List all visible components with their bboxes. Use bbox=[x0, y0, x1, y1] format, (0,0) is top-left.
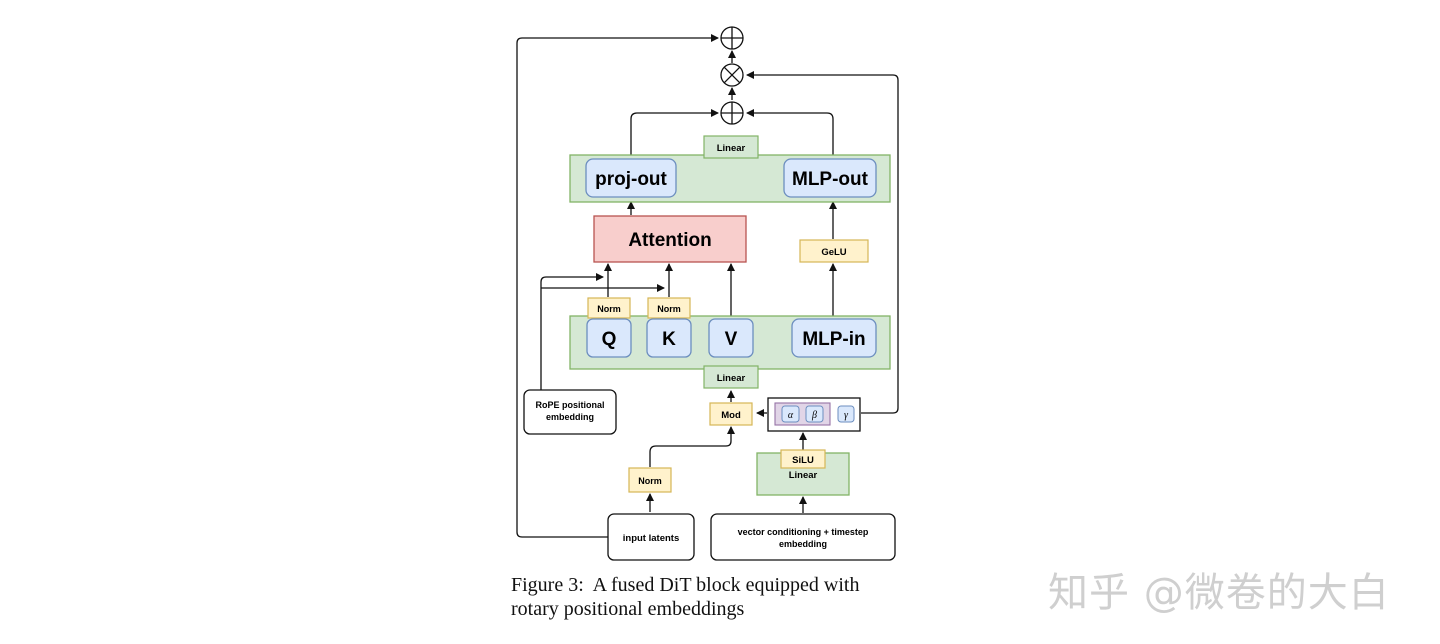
v-label: V bbox=[725, 329, 738, 350]
mlp-out-label: MLP-out bbox=[792, 169, 869, 190]
rope-to-q-arrow bbox=[540, 273, 604, 390]
proj-out-to-add-arrow bbox=[630, 109, 719, 158]
q-box bbox=[586, 318, 632, 358]
attention-label: Attention bbox=[628, 230, 711, 251]
multiply-operator bbox=[720, 63, 744, 87]
connector-lines bbox=[516, 34, 899, 538]
proj-out-label: proj-out bbox=[595, 169, 667, 190]
conditioning-label-line2: embedding bbox=[779, 539, 827, 549]
add-operator-middle bbox=[720, 101, 744, 125]
caption-line-1: Figure 3: A fused DiT block equipped wit… bbox=[511, 574, 860, 596]
norm-input-box bbox=[628, 467, 672, 493]
input-latents-label: input latents bbox=[623, 533, 679, 544]
add-operator-top bbox=[720, 26, 744, 50]
residual-connection-arrow bbox=[516, 34, 719, 538]
mlp-in-box bbox=[791, 318, 877, 358]
gamma-label: γ bbox=[844, 410, 849, 421]
silu-box bbox=[780, 449, 826, 469]
beta-label: β bbox=[811, 410, 817, 421]
norm-to-mod-arrow bbox=[649, 426, 735, 467]
alpha-box bbox=[781, 405, 800, 423]
figure-caption: Figure 3: A fused DiT block equipped wit… bbox=[511, 573, 931, 621]
watermark: 知乎 @微卷的大白 bbox=[1048, 570, 1390, 616]
gelu-box bbox=[799, 239, 869, 263]
mlp-out-box bbox=[783, 158, 877, 198]
k-label: K bbox=[662, 329, 676, 350]
beta-box bbox=[805, 405, 824, 423]
rope-label-line2: embedding bbox=[546, 412, 594, 422]
norm-k-label: Norm bbox=[657, 304, 681, 314]
norm-q-label: Norm bbox=[597, 304, 621, 314]
rope-label-line1: RoPE positional bbox=[535, 400, 604, 410]
conditioning-box bbox=[710, 513, 896, 561]
caption-line-2: rotary positional embeddings bbox=[511, 598, 745, 620]
conditioning-label-line1: vector conditioning + timestep bbox=[738, 527, 869, 537]
linear-top-label: Linear bbox=[717, 143, 746, 154]
mlp-out-to-add-arrow bbox=[746, 109, 834, 158]
linear-cond-label: Linear bbox=[789, 470, 818, 481]
silu-label: SiLU bbox=[792, 455, 814, 466]
q-label: Q bbox=[602, 329, 617, 350]
linear-mid-label: Linear bbox=[717, 373, 746, 384]
mod-label: Mod bbox=[721, 410, 741, 421]
mod-box bbox=[709, 402, 753, 426]
gate-connection-arrow bbox=[746, 71, 899, 414]
proj-out-box bbox=[585, 158, 677, 198]
v-box bbox=[708, 318, 754, 358]
alpha-label: α bbox=[788, 410, 794, 421]
gelu-label: GeLU bbox=[821, 247, 846, 258]
rope-box bbox=[523, 389, 617, 435]
linear-mid-box bbox=[703, 365, 759, 389]
input-latents-box bbox=[607, 513, 695, 561]
linear-top-box bbox=[703, 135, 759, 159]
norm-input-label: Norm bbox=[638, 476, 662, 486]
norm-k-box bbox=[647, 297, 691, 319]
mlp-in-label: MLP-in bbox=[802, 329, 865, 350]
norm-q-box bbox=[587, 297, 631, 319]
gamma-box bbox=[837, 405, 855, 423]
attention-box bbox=[593, 215, 747, 263]
k-box bbox=[646, 318, 692, 358]
